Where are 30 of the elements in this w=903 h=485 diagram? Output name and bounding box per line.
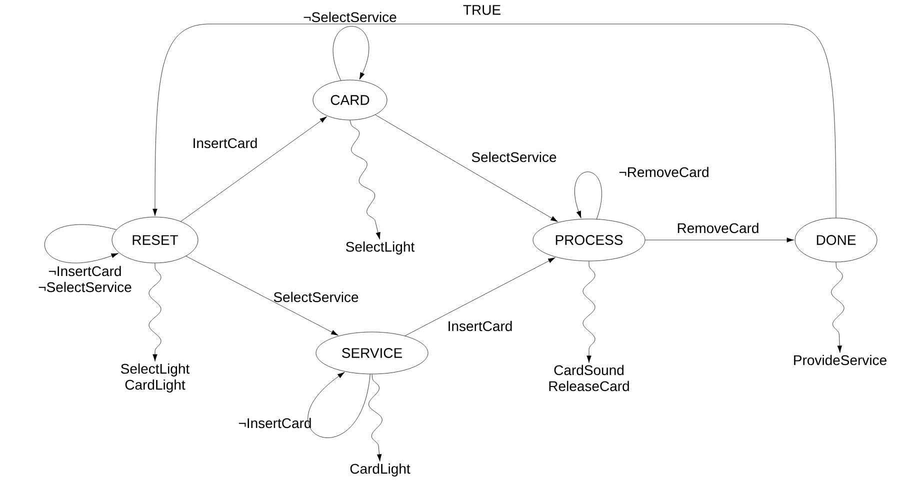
output-text: CardLight	[350, 463, 410, 477]
edge-label: InsertCard	[448, 320, 512, 332]
arrow	[645, 238, 794, 242]
wavy-arrow	[368, 374, 382, 462]
arrow	[404, 257, 556, 336]
arrow	[152, 24, 836, 218]
loop-arrow	[308, 372, 370, 438]
edge-label: ¬SelectService	[304, 12, 396, 22]
output-text: CardSound ReleaseCard	[549, 364, 629, 392]
output-text: SelectLight CardLight	[121, 363, 190, 393]
wavy-arrow	[582, 261, 596, 363]
edge-label: RemoveCard	[678, 222, 758, 234]
edge-label: TRUE	[463, 5, 500, 15]
edge-label: ¬InsertCard ¬SelectService	[38, 266, 132, 292]
edge-label: InsertCard	[194, 138, 257, 148]
wavy-arrow	[148, 263, 162, 362]
loop-arrow	[332, 26, 370, 81]
edge-label: SelectService	[472, 152, 556, 162]
edge-label: ¬InsertCard	[238, 418, 311, 428]
arrow	[375, 114, 558, 222]
loop-arrow	[44, 224, 119, 264]
arrow	[186, 256, 338, 336]
output-text: SelectLight	[346, 241, 415, 255]
arrow	[180, 116, 327, 222]
wavy-arrow	[350, 120, 380, 240]
loop-arrow	[574, 172, 602, 220]
wavy-arrow	[831, 262, 844, 353]
edge-label: SelectService	[274, 292, 358, 302]
edge-label: ¬RemoveCard	[619, 166, 708, 178]
output-text: ProvideService	[794, 354, 886, 366]
